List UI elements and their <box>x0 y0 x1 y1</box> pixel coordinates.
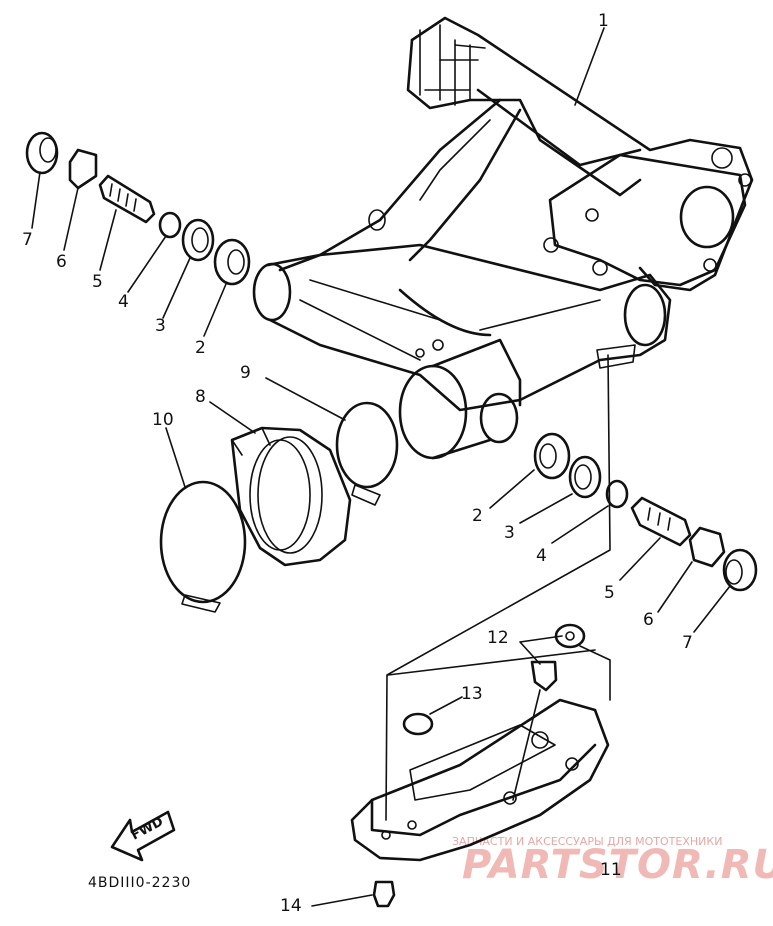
callout-6a: 6 <box>56 252 67 272</box>
left-bearing-stack <box>25 131 251 286</box>
callout-10: 10 <box>152 410 174 430</box>
pivot-shaft-right <box>630 496 692 547</box>
callout-3b: 3 <box>504 523 515 543</box>
band-10 <box>159 480 247 604</box>
callout-11: 11 <box>600 860 622 880</box>
callout-5a: 5 <box>92 272 103 292</box>
bolt-14 <box>372 880 396 908</box>
bushing-left <box>158 211 182 239</box>
callout-6b: 6 <box>643 610 654 630</box>
callout-2a: 2 <box>195 338 206 358</box>
right-bearing-stack <box>533 432 758 592</box>
dust-seal-left <box>25 131 59 175</box>
leader-lines <box>31 27 731 907</box>
watermark: ЗАПЧАСТИ И АКСЕССУАРЫ ДЛЯ МОТОТЕХНИКИ PA… <box>452 835 773 888</box>
swingarm <box>252 16 754 460</box>
bushing-right <box>605 479 629 509</box>
collar-left <box>68 148 98 190</box>
plug-13 <box>402 712 434 736</box>
callout-13: 13 <box>461 684 483 704</box>
watermark-tagline: ЗАПЧАСТИ И АКСЕССУАРЫ ДЛЯ МОТОТЕХНИКИ <box>452 835 722 848</box>
callout-12: 12 <box>487 628 509 648</box>
callout-5b: 5 <box>604 583 615 603</box>
watermark-brand: PARTSTOR.RU <box>462 842 773 888</box>
callout-14: 14 <box>280 896 302 916</box>
callout-3a: 3 <box>155 316 166 336</box>
chain-guard <box>350 698 610 862</box>
small-fasteners <box>372 623 586 908</box>
boot-8 <box>230 426 352 567</box>
collar-right <box>688 526 726 568</box>
collar-12b <box>530 660 558 692</box>
band-9 <box>335 401 399 489</box>
callout-2b: 2 <box>472 506 483 526</box>
callout-4a: 4 <box>118 292 129 312</box>
forward-arrow: FWD <box>110 810 176 862</box>
callout-numbers: 1 7 6 5 4 3 2 9 8 10 2 3 4 5 6 7 12 13 1… <box>22 11 693 916</box>
callout-7a: 7 <box>22 230 33 250</box>
callout-9: 9 <box>240 363 251 383</box>
grommet-12a <box>554 623 586 649</box>
chain-boot-assembly <box>159 401 399 613</box>
drawing-code: 4BDIII0-2230 <box>88 875 191 891</box>
callout-1: 1 <box>598 11 609 31</box>
callout-8: 8 <box>195 387 206 407</box>
callout-4b: 4 <box>536 546 547 566</box>
callout-7b: 7 <box>682 633 693 653</box>
dust-seal-right <box>722 548 758 592</box>
